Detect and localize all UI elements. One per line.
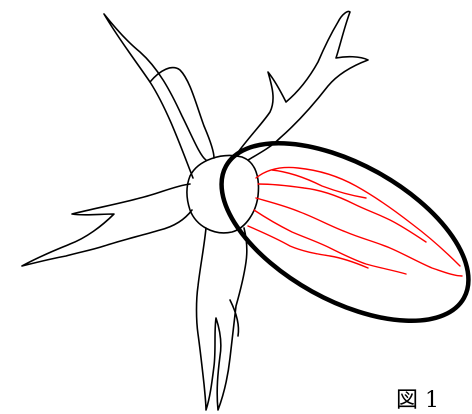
axon-fiber-3 — [254, 210, 406, 274]
dendrite-bottom — [197, 228, 247, 410]
dendrite-upper-inner-branch — [150, 68, 214, 158]
dendrite-upper-left — [104, 14, 206, 178]
dendrite-upper-right — [236, 11, 368, 160]
dendrite-left — [22, 184, 192, 266]
axon-main — [256, 167, 460, 266]
figure-caption: 図 1 — [396, 388, 439, 414]
